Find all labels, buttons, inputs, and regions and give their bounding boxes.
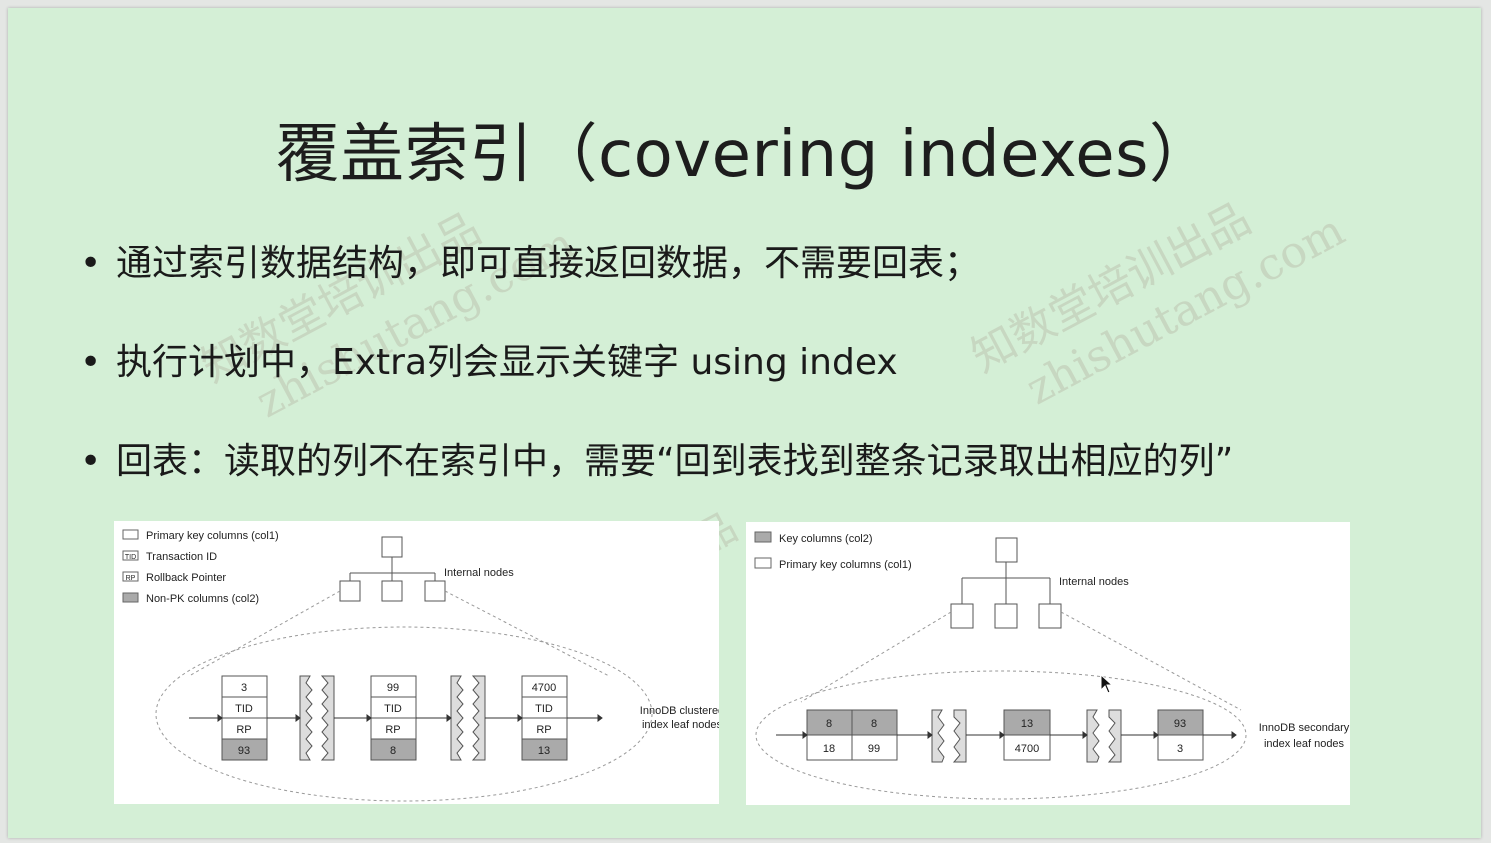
- secondary-index-diagram: Key columns (col2) Primary key columns (…: [746, 522, 1350, 805]
- leaf-nodes-label: InnoDB clustered: [640, 705, 719, 717]
- svg-text:RP: RP: [236, 724, 251, 736]
- internal-node: [381, 536, 403, 558]
- internal-node: [339, 580, 361, 602]
- page-break-icon: [299, 675, 335, 761]
- bullet-item: • 通过索引数据结构，即可直接返回数据，不需要回表；: [78, 240, 1458, 339]
- legend-label: Transaction ID: [146, 551, 217, 563]
- leaf-record: 13 4700: [1003, 709, 1051, 761]
- leaf-record: 93 3: [1157, 709, 1204, 761]
- legend-label: Non-PK columns (col2): [146, 593, 259, 605]
- legend-swatch: [122, 550, 139, 561]
- internal-nodes-label: Internal nodes: [444, 567, 514, 579]
- legend-icon-text: TID: [125, 554, 136, 561]
- legend-swatch: [122, 592, 139, 603]
- internal-node: [1038, 603, 1062, 629]
- internal-node: [424, 580, 446, 602]
- internal-nodes-label: Internal nodes: [1059, 576, 1129, 588]
- mouse-cursor-icon: [1100, 674, 1114, 694]
- slide-title: 覆盖索引（covering indexes）: [275, 118, 1214, 192]
- slide: 知数堂培训出品 zhishutang.com 知数堂培训出品 zhishutan…: [8, 8, 1481, 838]
- page-break-icon: [450, 675, 486, 761]
- svg-text:13: 13: [1021, 718, 1033, 730]
- legend-label: Primary key columns (col1): [146, 530, 279, 542]
- svg-text:TID: TID: [535, 703, 553, 715]
- leaf-record: 4700 TID RP 13: [521, 675, 568, 761]
- svg-text:8: 8: [390, 745, 396, 757]
- svg-text:8: 8: [826, 718, 832, 730]
- page-break-icon: [931, 709, 967, 763]
- svg-text:8: 8: [871, 718, 877, 730]
- svg-text:3: 3: [241, 682, 247, 694]
- svg-text:99: 99: [387, 682, 399, 694]
- leaf-nodes-label: index leaf nodes: [642, 719, 719, 731]
- internal-node: [381, 580, 403, 602]
- legend-swatch: [122, 571, 139, 582]
- svg-text:TID: TID: [235, 703, 253, 715]
- svg-text:TID: TID: [384, 703, 402, 715]
- legend-icon-text: RP: [126, 575, 136, 582]
- legend-swatch: [754, 531, 772, 543]
- bullet-text: 回表：读取的列不在索引中，需要“回到表找到整条记录取出相应的列”: [116, 441, 1234, 482]
- svg-text:4700: 4700: [532, 682, 556, 694]
- legend-swatch: [122, 529, 139, 540]
- leaf-record: 99 TID RP 8: [370, 675, 417, 761]
- bullet-dot: •: [80, 342, 102, 383]
- clustered-index-diagram: Primary key columns (col1) TID Transacti…: [114, 521, 719, 804]
- svg-text:3: 3: [1177, 743, 1183, 755]
- legend-label: Primary key columns (col1): [779, 559, 912, 571]
- bullet-dot: •: [80, 441, 102, 482]
- secondary-index-svg: Key columns (col2) Primary key columns (…: [754, 531, 1350, 800]
- internal-node: [994, 603, 1018, 629]
- svg-text:18: 18: [823, 743, 835, 755]
- leaf-nodes-label: index leaf nodes: [1264, 738, 1345, 750]
- svg-text:4700: 4700: [1015, 743, 1039, 755]
- clustered-index-svg: Primary key columns (col1) TID Transacti…: [122, 529, 719, 802]
- svg-text:13: 13: [538, 745, 550, 757]
- bullet-text: 执行计划中，Extra列会显示关键字 using index: [116, 342, 898, 383]
- legend-label: Rollback Pointer: [146, 572, 226, 584]
- svg-text:93: 93: [1174, 718, 1186, 730]
- leaf-nodes-label: InnoDB secondary: [1259, 722, 1350, 734]
- legend-label: Key columns (col2): [779, 533, 873, 545]
- leaf-record: 8 8 18 99: [806, 709, 898, 761]
- bullet-item: • 回表：读取的列不在索引中，需要“回到表找到整条记录取出相应的列”: [78, 438, 1458, 537]
- bullet-item: • 执行计划中，Extra列会显示关键字 using index: [78, 339, 1458, 438]
- bullet-list: • 通过索引数据结构，即可直接返回数据，不需要回表； • 执行计划中，Extra…: [78, 240, 1458, 537]
- bullet-dot: •: [80, 243, 102, 284]
- svg-text:99: 99: [868, 743, 880, 755]
- internal-node: [995, 537, 1018, 563]
- legend-swatch: [754, 557, 772, 569]
- internal-node: [950, 603, 974, 629]
- svg-text:93: 93: [238, 745, 250, 757]
- svg-text:RP: RP: [385, 724, 400, 736]
- bullet-text: 通过索引数据结构，即可直接返回数据，不需要回表；: [116, 243, 981, 284]
- svg-text:RP: RP: [536, 724, 551, 736]
- leaf-record: 3 TID RP 93: [221, 675, 268, 761]
- page-break-icon: [1086, 709, 1122, 763]
